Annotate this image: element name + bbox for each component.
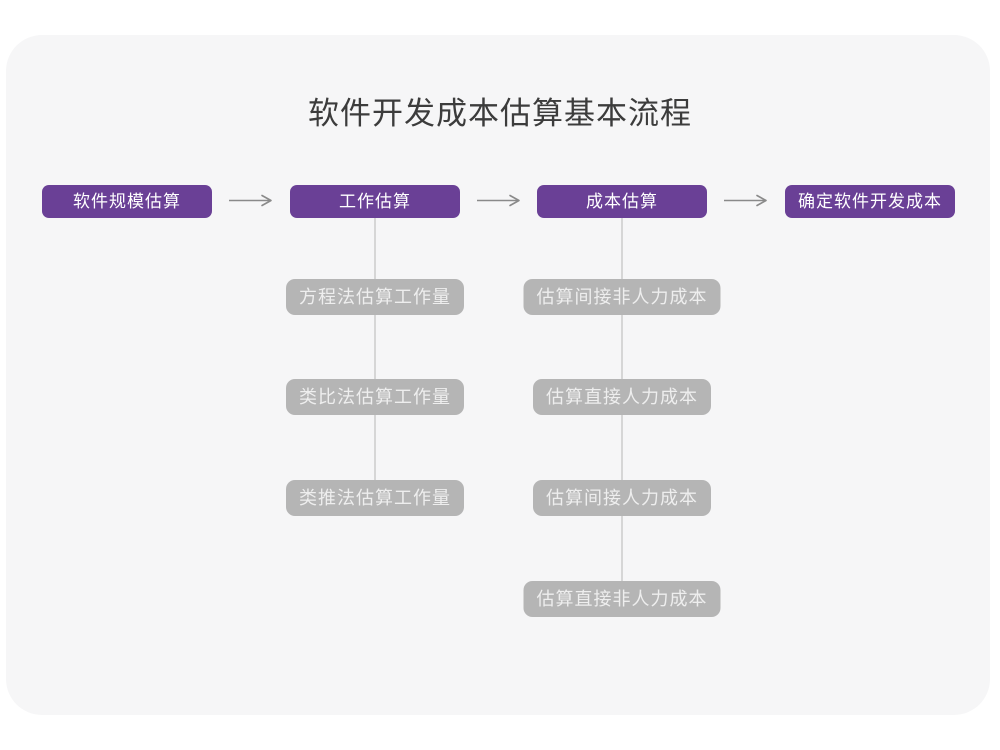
diagram-card [6,35,990,715]
method-box-extrapolation-method: 类推法估算工作量 [286,480,464,516]
method-box-direct-labor-cost: 估算直接人力成本 [533,379,711,415]
stage-box-determine-development-cost: 确定软件开发成本 [785,185,955,218]
right-arrow-icon [724,194,767,207]
diagram-title: 软件开发成本估算基本流程 [308,96,692,131]
method-box-indirect-nonlabor-cost: 估算间接非人力成本 [523,279,721,315]
stage-box-work-estimation: 工作估算 [290,185,460,218]
right-arrow-icon [477,194,520,207]
stage-box-software-scale-estimation: 软件规模估算 [42,185,212,218]
method-box-equation-method: 方程法估算工作量 [286,279,464,315]
connector-line-work-estimation [374,218,376,488]
right-arrow-icon [229,194,272,207]
method-box-analogy-method: 类比法估算工作量 [286,379,464,415]
method-box-indirect-labor-cost: 估算间接人力成本 [533,480,711,516]
method-box-direct-nonlabor-cost: 估算直接非人力成本 [523,581,721,617]
stage-box-cost-estimation: 成本估算 [537,185,707,218]
